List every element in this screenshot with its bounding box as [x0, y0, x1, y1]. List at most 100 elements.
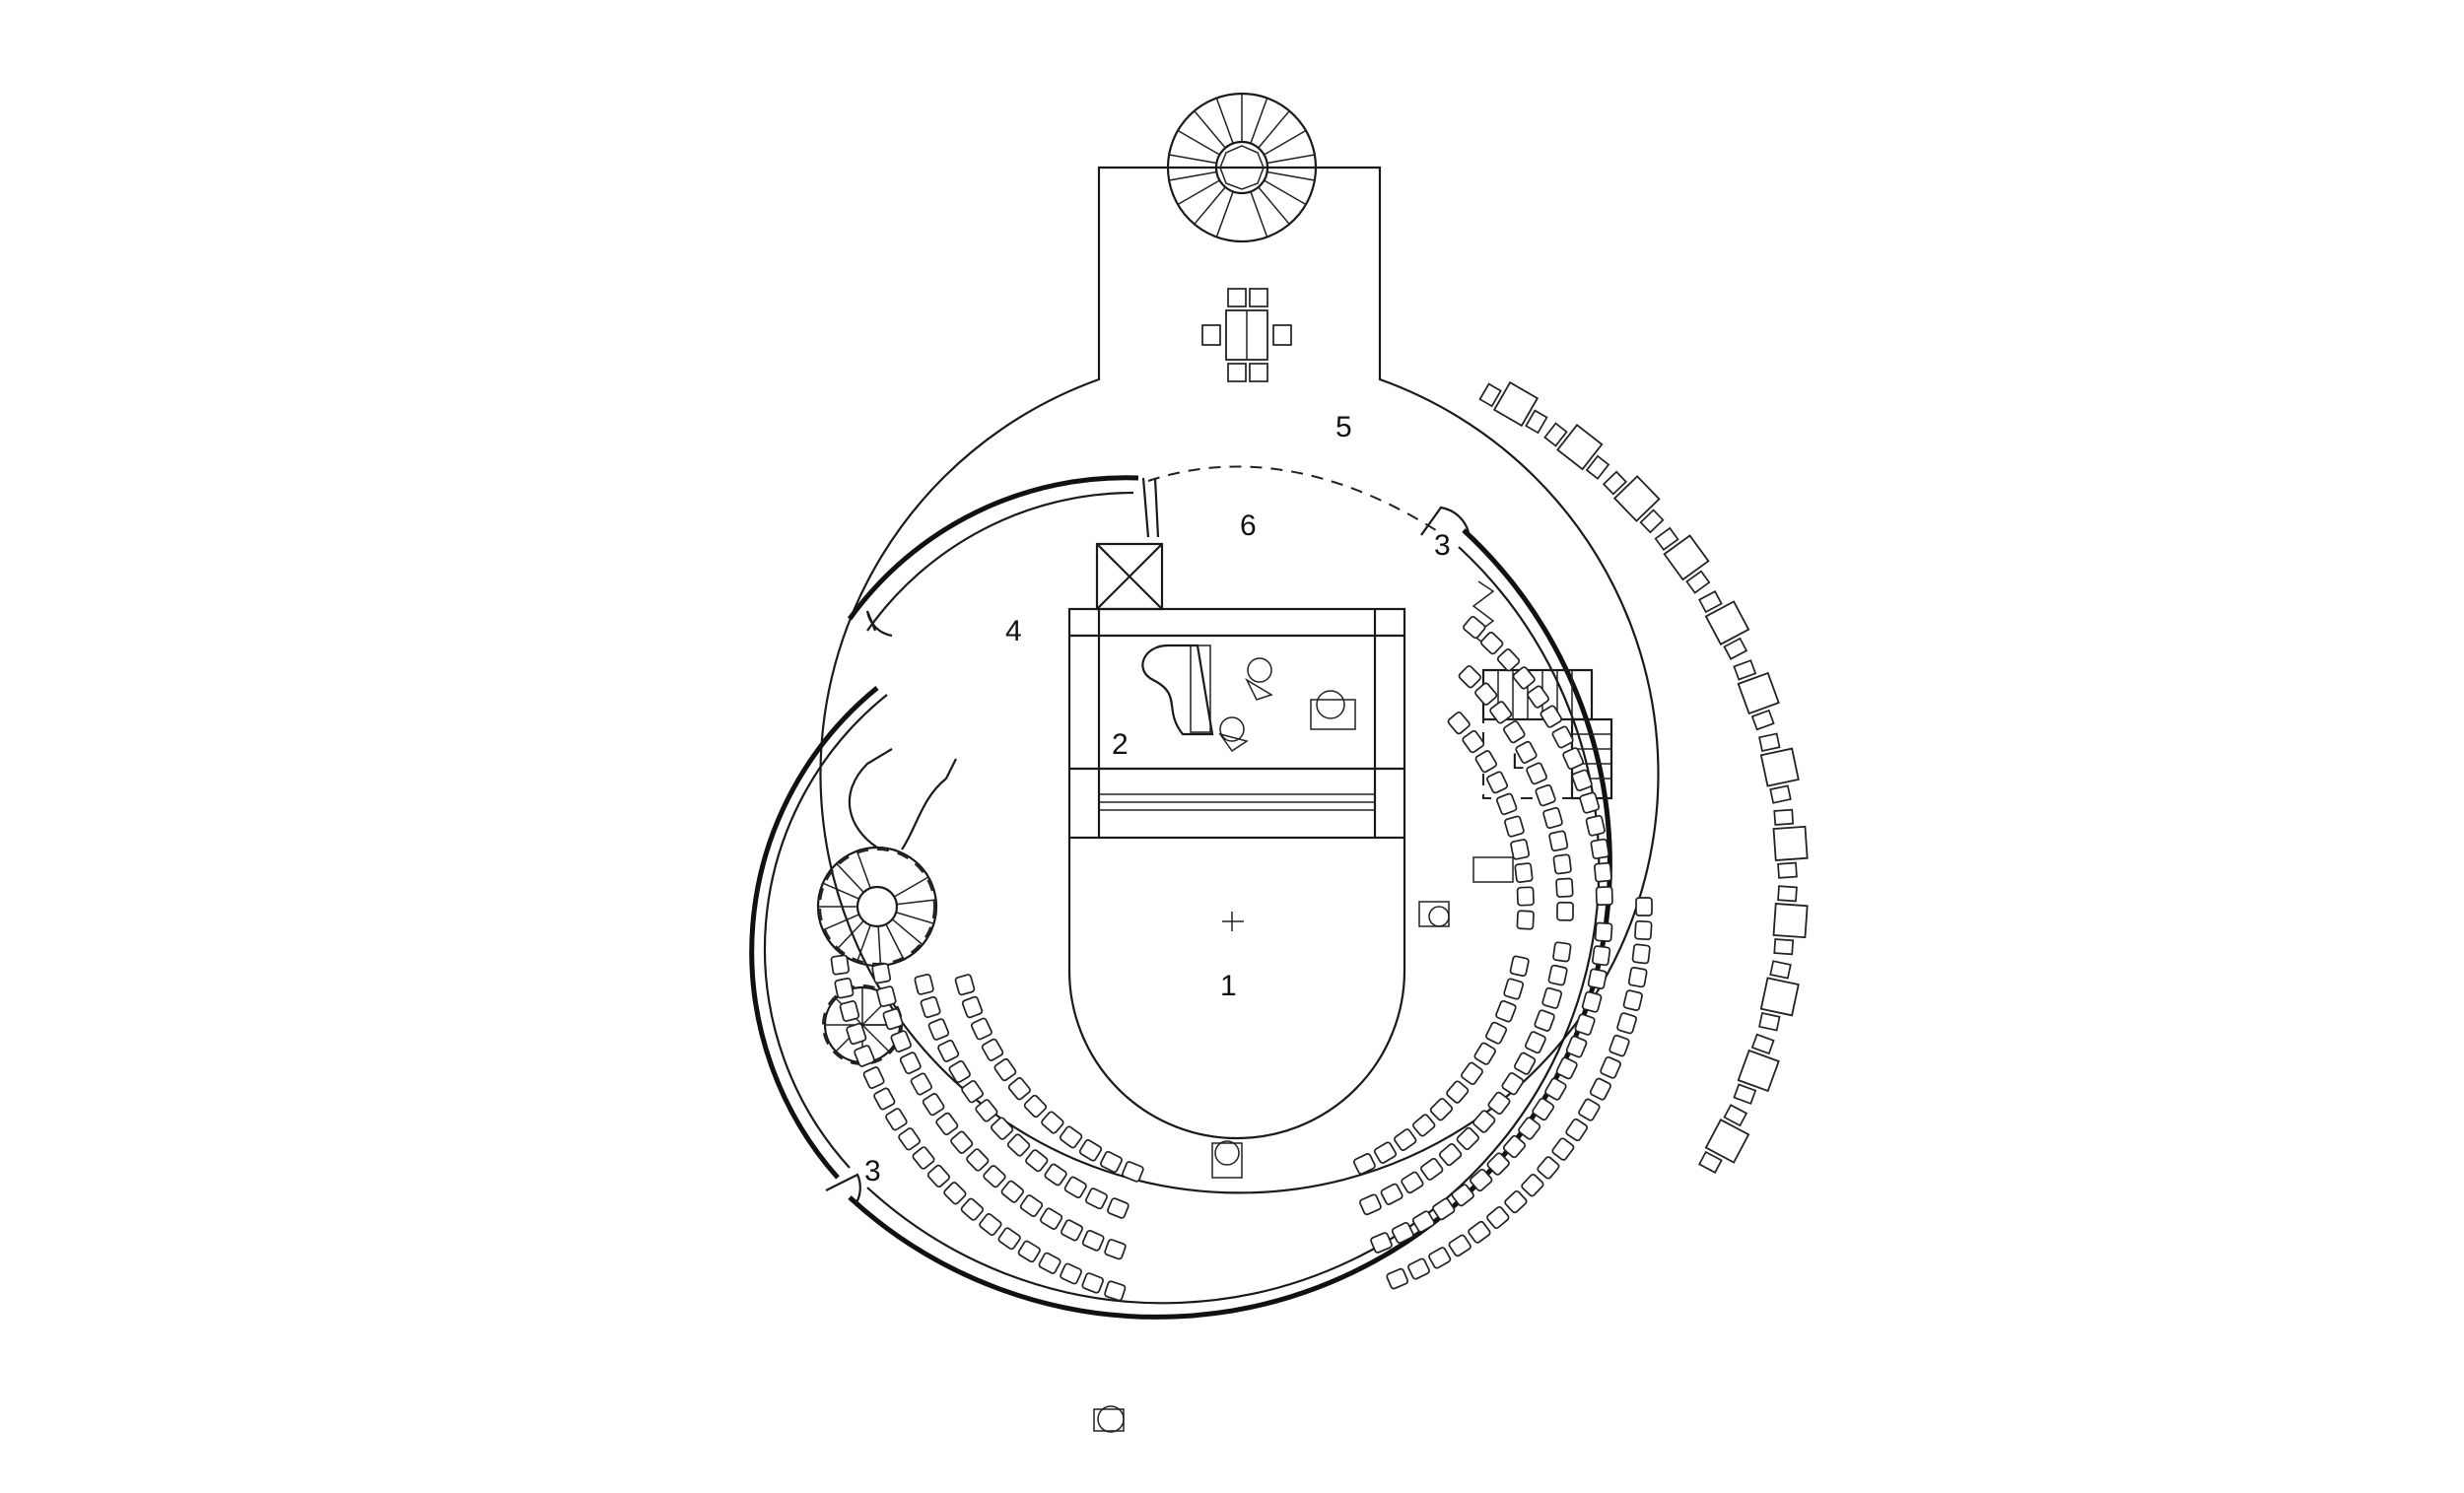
- seat: [970, 1017, 992, 1041]
- seat: [885, 1108, 908, 1131]
- seat: [890, 1030, 912, 1052]
- seat: [1017, 1240, 1041, 1263]
- seat: [873, 1087, 896, 1111]
- seat: [1555, 877, 1574, 898]
- seat: [1044, 1163, 1067, 1187]
- seat: [1081, 1272, 1104, 1294]
- seat: [1059, 1125, 1083, 1149]
- seat: [1473, 1042, 1496, 1065]
- seat: [1438, 1143, 1463, 1167]
- cafe-table: [1772, 885, 1809, 956]
- seat: [935, 1112, 959, 1136]
- seat: [1394, 1128, 1417, 1151]
- seat: [912, 1146, 935, 1170]
- seat: [1565, 1118, 1589, 1142]
- seat: [1480, 631, 1504, 655]
- cafe-table: [1733, 659, 1780, 731]
- seat: [1486, 1205, 1510, 1230]
- seat: [871, 963, 892, 984]
- seat: [975, 1099, 998, 1122]
- seat: [1622, 989, 1643, 1011]
- seat: [1552, 941, 1572, 963]
- seat: [1578, 1098, 1601, 1121]
- seat: [954, 974, 976, 996]
- seat: [1631, 943, 1651, 965]
- table-set-tower: [1201, 288, 1292, 382]
- seat: [1420, 1157, 1444, 1181]
- seat: [1486, 1152, 1510, 1176]
- seat: [1551, 1137, 1575, 1161]
- seat: [1122, 1161, 1144, 1183]
- seat: [1380, 1183, 1403, 1205]
- seat: [1386, 1267, 1409, 1290]
- seat: [1585, 814, 1606, 837]
- seat: [1078, 1139, 1103, 1162]
- seat: [1063, 1176, 1087, 1198]
- seat: [1495, 999, 1517, 1023]
- seat: [1504, 1190, 1528, 1214]
- seat: [1489, 701, 1513, 724]
- seat: [943, 1182, 967, 1205]
- cafe-table: [1478, 380, 1548, 435]
- seat: [993, 1057, 1017, 1082]
- seat: [1635, 897, 1653, 916]
- seat: [937, 1039, 960, 1062]
- seat: [1391, 1221, 1414, 1245]
- grand-piano-icon: [1141, 644, 1214, 736]
- seat: [1532, 1097, 1555, 1121]
- label-auditorium: 1: [1220, 970, 1237, 1002]
- seat: [1535, 783, 1556, 807]
- seat: [1061, 1219, 1083, 1242]
- outer-wall: [819, 166, 1660, 1194]
- cafe-table: [1772, 808, 1809, 879]
- seat: [1461, 1061, 1483, 1085]
- seat: [830, 954, 850, 976]
- seat: [1521, 1174, 1544, 1197]
- seat: [1040, 1207, 1063, 1230]
- seat: [854, 1045, 875, 1067]
- seat: [1527, 685, 1549, 709]
- door-icon: [825, 1173, 861, 1205]
- seat: [1503, 978, 1525, 1000]
- corridor-dashed: [1147, 465, 1440, 533]
- seat: [1600, 1055, 1621, 1079]
- seat: [834, 977, 855, 999]
- seat: [1581, 990, 1603, 1013]
- seat: [1595, 886, 1613, 907]
- seat: [922, 1092, 945, 1117]
- seat: [1468, 1220, 1491, 1244]
- seat: [1589, 1077, 1611, 1101]
- seat: [979, 1213, 1002, 1236]
- seat: [1590, 838, 1610, 859]
- seat: [960, 1197, 985, 1221]
- seat: [1041, 1111, 1064, 1134]
- cafe-tables: [1478, 380, 1809, 1174]
- seat: [981, 1038, 1004, 1061]
- seat: [1446, 1080, 1470, 1104]
- cafe-table: [1698, 590, 1750, 660]
- label-entrance-right: 3: [1434, 529, 1451, 562]
- spiral-stair-left-icon: [816, 748, 957, 968]
- seat: [983, 1165, 1006, 1188]
- seat: [1000, 1180, 1024, 1203]
- seat: [1526, 762, 1547, 785]
- seat: [1038, 1252, 1061, 1274]
- seat: [1574, 1013, 1596, 1036]
- seat: [1591, 945, 1611, 967]
- seat: [1502, 1134, 1527, 1159]
- seat: [1594, 861, 1612, 883]
- seat: [1373, 1141, 1398, 1164]
- seat: [1462, 729, 1485, 754]
- stage: [1067, 607, 1406, 840]
- seat: [1555, 1056, 1578, 1080]
- seat: [1634, 919, 1653, 941]
- seat: [1081, 1229, 1105, 1252]
- seat: [1518, 1117, 1541, 1140]
- seat: [1544, 1077, 1567, 1101]
- seat: [882, 1007, 904, 1031]
- seat: [1514, 862, 1534, 883]
- seat: [1472, 1110, 1496, 1133]
- label-backstage: 4: [1005, 615, 1022, 647]
- seat: [1627, 966, 1648, 988]
